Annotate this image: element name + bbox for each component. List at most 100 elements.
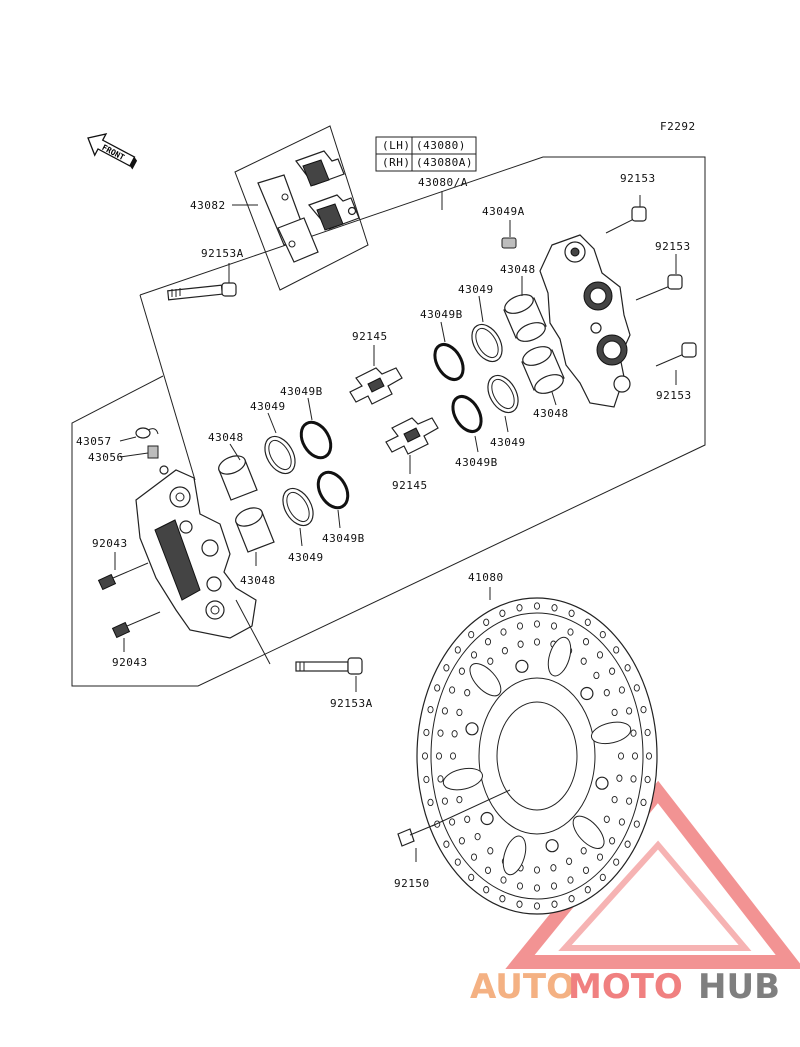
label-piston-mid-lower: 43048 <box>533 407 569 420</box>
disc-hole <box>551 900 558 908</box>
label-pads: 43082 <box>190 199 226 212</box>
disc-hole <box>550 882 558 890</box>
disc-hole <box>487 657 494 665</box>
disc-hole <box>449 818 456 826</box>
bolt-92153a-top <box>167 263 237 301</box>
disc-hole <box>533 620 541 628</box>
disc-hole <box>449 686 456 694</box>
label-seal-b-left-upper: 43049B <box>280 385 323 398</box>
disc-rivet <box>580 686 594 701</box>
disc-hole <box>626 707 633 715</box>
disc-hole <box>599 873 606 882</box>
disc-hole <box>434 684 441 692</box>
disc-hole <box>640 705 647 714</box>
disc-hole <box>456 708 463 717</box>
table-code-lh: (43080) <box>416 139 466 152</box>
disc-hole <box>464 689 471 697</box>
disc-hole <box>464 815 471 823</box>
disc-cutout <box>469 663 502 697</box>
disc-hole <box>567 876 574 884</box>
disc-hole <box>443 840 450 848</box>
table-side-lh: (LH) <box>382 139 411 152</box>
label-bolt-bottom: 92153A <box>330 697 373 710</box>
disc-hole <box>421 752 429 760</box>
disc-hole <box>613 858 620 866</box>
bleeder-cap <box>119 427 159 442</box>
disc-hole <box>616 774 623 782</box>
disc-hole <box>551 604 558 612</box>
disc-hole <box>609 837 616 845</box>
disc-hole <box>624 664 631 672</box>
disc-hole <box>470 651 478 659</box>
disc-cutout <box>572 815 605 849</box>
disc-hole <box>516 882 524 890</box>
disc-hole <box>468 630 475 639</box>
disc-hole <box>451 730 458 738</box>
disc-hole <box>533 866 541 874</box>
disc-hole <box>630 775 637 783</box>
disc-hole <box>468 873 475 882</box>
disc-hole <box>458 667 465 675</box>
disc-hole <box>626 797 633 805</box>
disc-bolt <box>397 824 435 862</box>
bolt-92153-1 <box>605 195 647 234</box>
disc-hole <box>427 798 434 807</box>
caliper-left <box>135 465 257 639</box>
disc-hole <box>633 820 640 828</box>
seals-middle <box>433 295 519 453</box>
watermark-part3: HUB <box>698 967 780 1007</box>
screw-92043-lower <box>111 611 161 652</box>
disc-hole <box>580 847 587 855</box>
label-seal-b-mid-upper: 43049B <box>420 308 463 321</box>
disc-hole <box>609 667 616 675</box>
disc-hole <box>603 689 610 697</box>
disc-hole <box>516 900 523 908</box>
disc-rivet <box>465 722 479 736</box>
disc-hole <box>499 609 506 617</box>
disc-hole <box>499 895 506 903</box>
disc-hole <box>599 630 606 639</box>
disc-hole <box>484 866 492 874</box>
label-disc: 41080 <box>468 571 504 584</box>
label-spring-lower: 92145 <box>392 479 428 492</box>
disc-hole <box>596 651 604 659</box>
disc-rivet <box>545 839 559 853</box>
disc-hole <box>580 657 587 665</box>
label-bolt-right-3: 92153 <box>656 389 692 402</box>
disc-hole <box>593 671 600 680</box>
label-bleeder-cap: 43057 <box>76 435 112 448</box>
label-seal-left-upper: 43049 <box>250 400 286 413</box>
disc-hole <box>582 638 590 646</box>
disc-hole <box>458 837 465 845</box>
spring-lower <box>385 417 439 474</box>
disc-hole <box>437 729 444 737</box>
disc-cutout <box>442 767 484 791</box>
watermark-part2: MOTO <box>568 967 683 1007</box>
label-piston-left-upper: 43048 <box>208 431 244 444</box>
watermark-text: AUTO MOTO HUB <box>470 967 780 1007</box>
disc-hole <box>456 795 463 804</box>
disc-hole <box>582 866 590 874</box>
disc-rivet <box>480 811 494 826</box>
disc-hole <box>644 728 651 737</box>
disc-hole <box>483 618 490 626</box>
label-seal-b-mid-lower: 43049B <box>455 456 498 469</box>
disc-hole <box>441 707 448 715</box>
disc-hole <box>584 618 591 626</box>
washer-43049a <box>501 220 517 249</box>
piston-mid-lower <box>521 346 565 406</box>
disc-hole <box>611 708 618 717</box>
disc-hole <box>501 647 508 655</box>
label-bolt-top-left: 92153A <box>201 247 244 260</box>
bolt-92153a-bottom <box>295 657 363 692</box>
label-bolt-right-1: 92153 <box>620 172 656 185</box>
assembly-bracket <box>71 156 706 687</box>
disc-hole <box>633 684 640 692</box>
disc-hole <box>483 886 490 894</box>
label-piston-mid-upper: 43048 <box>500 263 536 276</box>
figure-code: F2292 <box>660 120 696 133</box>
disc-hole <box>618 686 625 694</box>
disc-cutout <box>547 636 572 677</box>
disc-hole <box>516 604 523 612</box>
